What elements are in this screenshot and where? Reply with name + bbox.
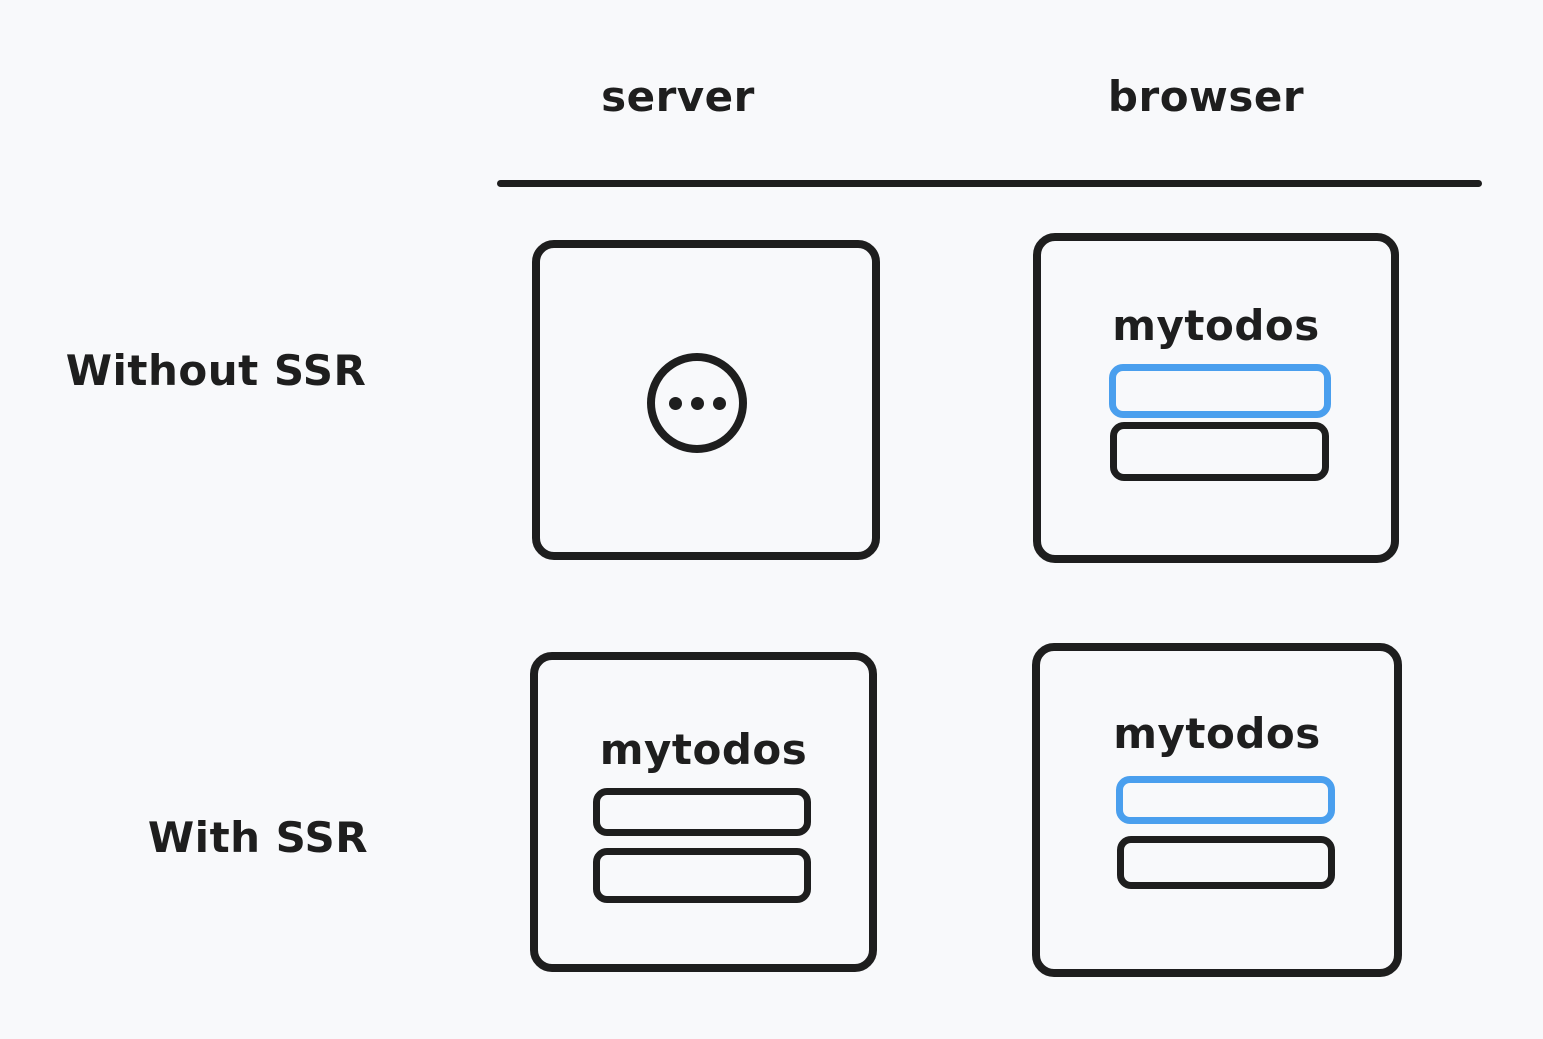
loading-ellipsis-icon xyxy=(647,353,747,453)
todo-item-highlighted xyxy=(1109,364,1331,418)
header-divider-line xyxy=(497,180,1482,187)
todo-item-highlighted xyxy=(1116,776,1335,824)
column-header-browser: browser xyxy=(1107,72,1305,121)
with-ssr-server-box: mytodos xyxy=(530,652,877,972)
todo-item xyxy=(1110,422,1329,481)
loading-dot xyxy=(712,396,726,410)
without-ssr-server-box xyxy=(532,240,880,560)
todo-item xyxy=(593,848,811,903)
with-ssr-browser-box: mytodos xyxy=(1032,643,1402,977)
loading-dot xyxy=(690,396,704,410)
app-title: mytodos xyxy=(1113,709,1321,758)
row-label-without-ssr: Without SSR xyxy=(65,346,367,395)
column-header-server: server xyxy=(601,72,755,121)
without-ssr-browser-box: mytodos xyxy=(1033,233,1399,563)
row-label-with-ssr: With SSR xyxy=(147,813,369,862)
todo-item xyxy=(1117,836,1335,889)
app-title: mytodos xyxy=(599,725,808,774)
app-title: mytodos xyxy=(1112,301,1320,350)
todo-item xyxy=(593,788,811,836)
loading-dot xyxy=(668,396,682,410)
